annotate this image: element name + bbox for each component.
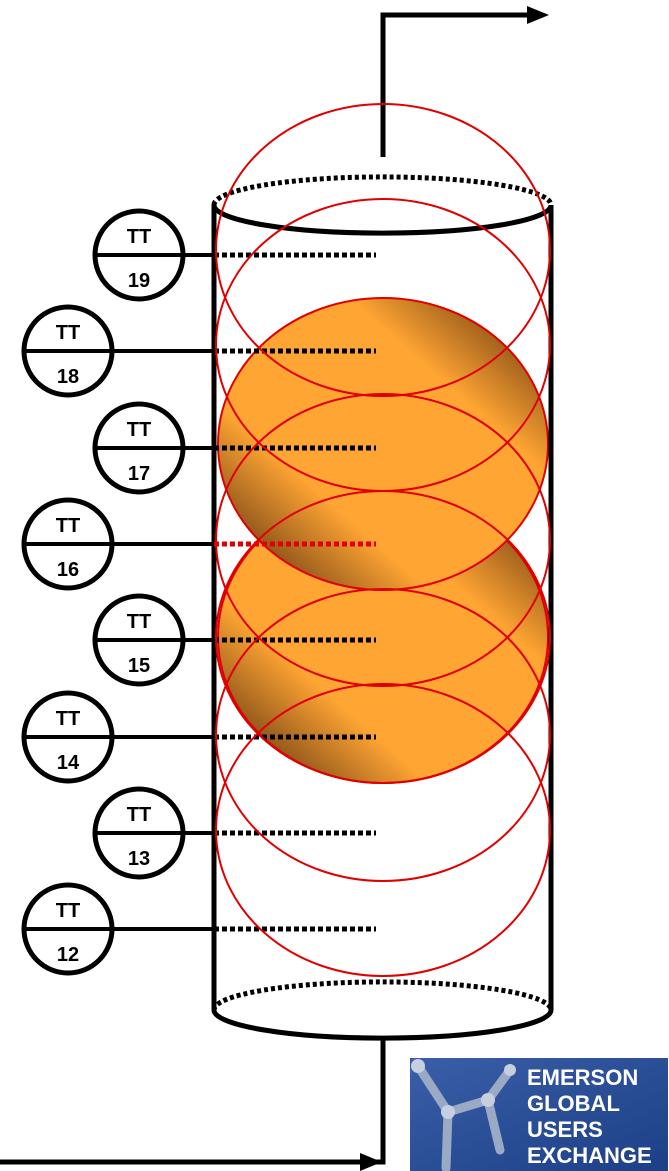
transmitter-tt-17: TT 17	[92, 401, 376, 495]
zone-ring-5	[215, 588, 551, 882]
transmitter-tag: TT	[56, 708, 80, 730]
column-bottom-head-front	[211, 1009, 554, 1041]
transmitter-number: 15	[128, 655, 150, 677]
transmitter-tt-13: TT 13	[92, 786, 376, 880]
zone-ring-3	[215, 393, 551, 687]
zone-ring-4	[215, 490, 551, 784]
transmitter-number: 17	[128, 463, 150, 485]
transmitter-tt-14: TT 14	[21, 690, 376, 784]
transmitter-tt-16: TT 16	[21, 497, 376, 591]
bottom-feed-arrow	[360, 1153, 382, 1171]
logo-line-3: USERS	[527, 1117, 603, 1142]
transmitter-tag: TT	[127, 419, 151, 441]
transmitter-number: 14	[57, 752, 80, 774]
molecule-icon	[413, 1061, 515, 1171]
transmitter-tt-19: TT 19	[92, 208, 376, 302]
logo-line-4: EXCHANGE	[527, 1143, 652, 1168]
column-top-head-front	[211, 204, 554, 236]
logo-line-1: EMERSON	[527, 1065, 638, 1090]
bottom-feed-pipe	[0, 1038, 386, 1165]
transmitter-number: 18	[57, 366, 79, 388]
overhead-outlet-pipe	[380, 12, 530, 157]
transmitter-tt-18: TT 18	[21, 304, 376, 398]
column-bottom-head-back	[211, 979, 554, 1011]
logo-line-2: GLOBAL	[527, 1091, 620, 1116]
transmitter-number: 12	[57, 944, 79, 966]
molecule-nodes	[411, 1059, 516, 1119]
zone-ring-1	[215, 103, 551, 397]
transmitter-number: 19	[128, 270, 150, 292]
transmitter-tt-15: TT 15	[92, 593, 376, 687]
transmitter-tt-12: TT 12	[21, 882, 376, 976]
transmitter-tag: TT	[56, 515, 80, 537]
transmitter-number: 13	[128, 848, 150, 870]
transmitter-tag: TT	[127, 226, 151, 248]
emerson-logo: EMERSON GLOBAL USERS EXCHANGE	[410, 1058, 668, 1171]
hot-zones	[217, 297, 549, 784]
transmitter-tag: TT	[127, 804, 151, 826]
transmitter-number: 16	[57, 559, 79, 581]
transmitter-tag: TT	[56, 322, 80, 344]
zone-ring-6	[215, 683, 551, 977]
transmitter-tag: TT	[56, 900, 80, 922]
column-top-head-back	[211, 174, 554, 206]
column-vessel	[211, 174, 554, 1041]
transmitter-tag: TT	[127, 611, 151, 633]
overhead-outlet-arrow	[527, 6, 549, 24]
hot-zone-1	[217, 297, 549, 591]
zone-rings	[215, 103, 551, 977]
